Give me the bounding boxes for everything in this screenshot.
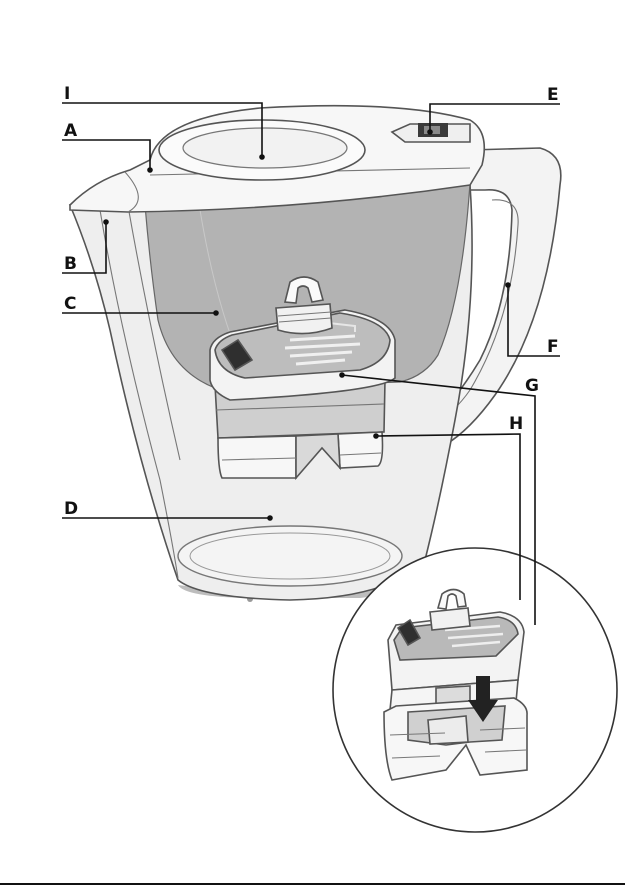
- label-H: H: [509, 414, 523, 434]
- label-I: I: [64, 84, 70, 104]
- label-F: F: [547, 337, 559, 357]
- label-B: B: [64, 254, 77, 274]
- cartridge-insertion-inset: [333, 548, 617, 832]
- label-G: G: [525, 376, 539, 396]
- label-C: C: [64, 294, 76, 314]
- label-A: A: [64, 121, 78, 141]
- label-D: D: [64, 499, 78, 519]
- label-E: E: [547, 85, 559, 105]
- jug-bottom-ellipse: [178, 526, 402, 586]
